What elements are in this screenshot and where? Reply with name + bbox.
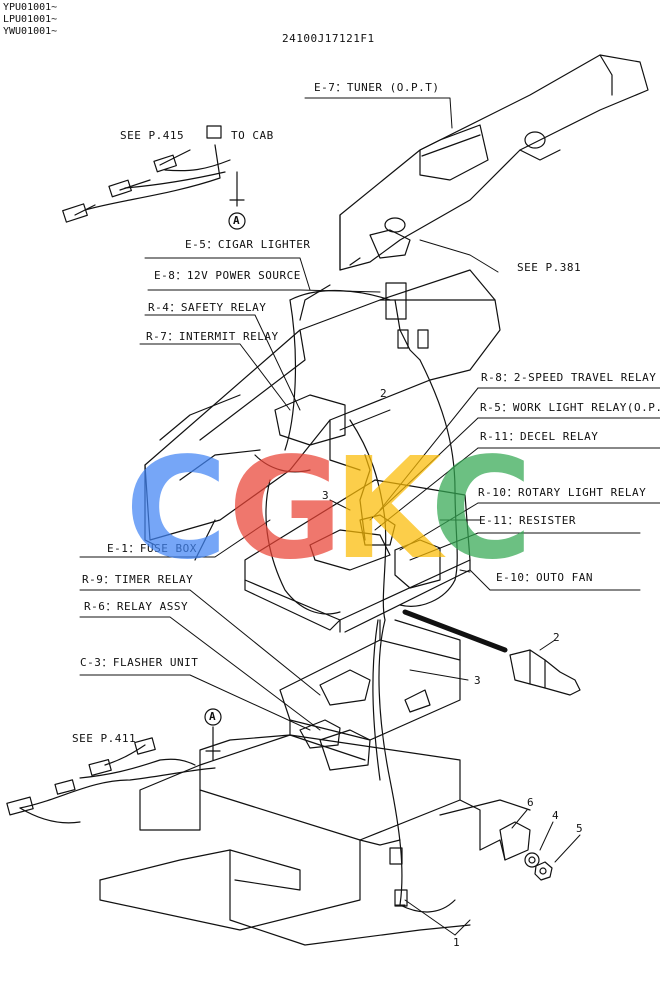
callout-1: 1 xyxy=(453,936,461,949)
parts-6-4-5-detail xyxy=(499,821,553,881)
label-r4-safety-relay: R-4：SAFETY RELAY xyxy=(148,301,267,314)
model-serial-codes: YPU01001~ LPU01001~ YWU01001~ xyxy=(3,2,57,38)
lower-relay-bracket xyxy=(279,619,461,771)
label-see-p415: SEE P.415 xyxy=(120,129,185,142)
clamps xyxy=(389,847,408,907)
callout-2-right: 2 xyxy=(553,631,561,644)
serial-code: LPU01001~ xyxy=(3,14,58,25)
label-r8-travel-relay: R-8：2-SPEED TRAVEL RELAY xyxy=(481,371,657,384)
label-r10-rotary-light-relay: R-10：ROTARY LIGHT RELAY xyxy=(478,486,647,499)
label-e5-cigar-lighter: E-5：CIGAR LIGHTER xyxy=(185,238,311,251)
callout-3-right: 3 xyxy=(474,674,482,687)
label-r6-relay-assy: R-6：RELAY ASSY xyxy=(84,600,189,613)
serial-code: YWU01001~ xyxy=(3,26,58,37)
label-see-p411: SEE P.411 xyxy=(72,732,137,745)
label-e11-resister: E-11：RESISTER xyxy=(479,514,576,527)
callout-4: 4 xyxy=(552,809,560,822)
detail-pointer-arrow xyxy=(402,609,508,653)
watermark-letter-k: K xyxy=(333,428,442,591)
drawing-number: 24100J17121F1 xyxy=(282,32,375,45)
callout-5: 5 xyxy=(576,822,584,835)
main-frame-body xyxy=(144,269,501,561)
label-see-p381: SEE P.381 xyxy=(517,261,582,274)
label-e1-fuse-box: E-1：FUSE BOX xyxy=(107,542,197,555)
serial-code: YPU01001~ xyxy=(3,2,58,13)
connector-mark-lower: A xyxy=(209,710,217,723)
lower-left-harness xyxy=(6,708,222,824)
watermark-letter-c1: C xyxy=(125,428,228,591)
middle-harness-wires xyxy=(265,257,458,913)
label-r11-decel-relay: R-11：DECEL RELAY xyxy=(480,430,599,443)
callout-2-top: 2 xyxy=(380,387,388,400)
label-r5-work-light-relay: R-5：WORK LIGHT RELAY(O.P.T) xyxy=(480,401,660,414)
label-e7-tuner: E-7：TUNER (O.P.T) xyxy=(314,81,440,94)
leader-lines xyxy=(79,97,660,936)
label-r9-timer-relay: R-9：TIMER RELAY xyxy=(82,573,194,586)
label-to-cab: TO CAB xyxy=(231,129,274,142)
label-e10-outo-fan: E-10：OUTO FAN xyxy=(496,571,593,584)
connector-mark-upper: A xyxy=(233,214,241,227)
label-r7-intermit-relay: R-7：INTERMIT RELAY xyxy=(146,330,279,343)
part-2-clip-detail xyxy=(509,649,581,696)
watermark-letter-g: G xyxy=(228,428,343,591)
watermark-letter-c2: C xyxy=(430,428,533,591)
label-e8-power-source: E-8：12V POWER SOURCE xyxy=(154,269,301,282)
callout-6: 6 xyxy=(527,796,535,809)
callout-3-mid: 3 xyxy=(322,489,330,502)
label-c3-flasher-unit: C-3：FLASHER UNIT xyxy=(80,656,199,669)
upper-harness-to-cab xyxy=(62,125,246,230)
lower-base-structure xyxy=(99,734,531,946)
console-panel-outline xyxy=(339,54,649,271)
